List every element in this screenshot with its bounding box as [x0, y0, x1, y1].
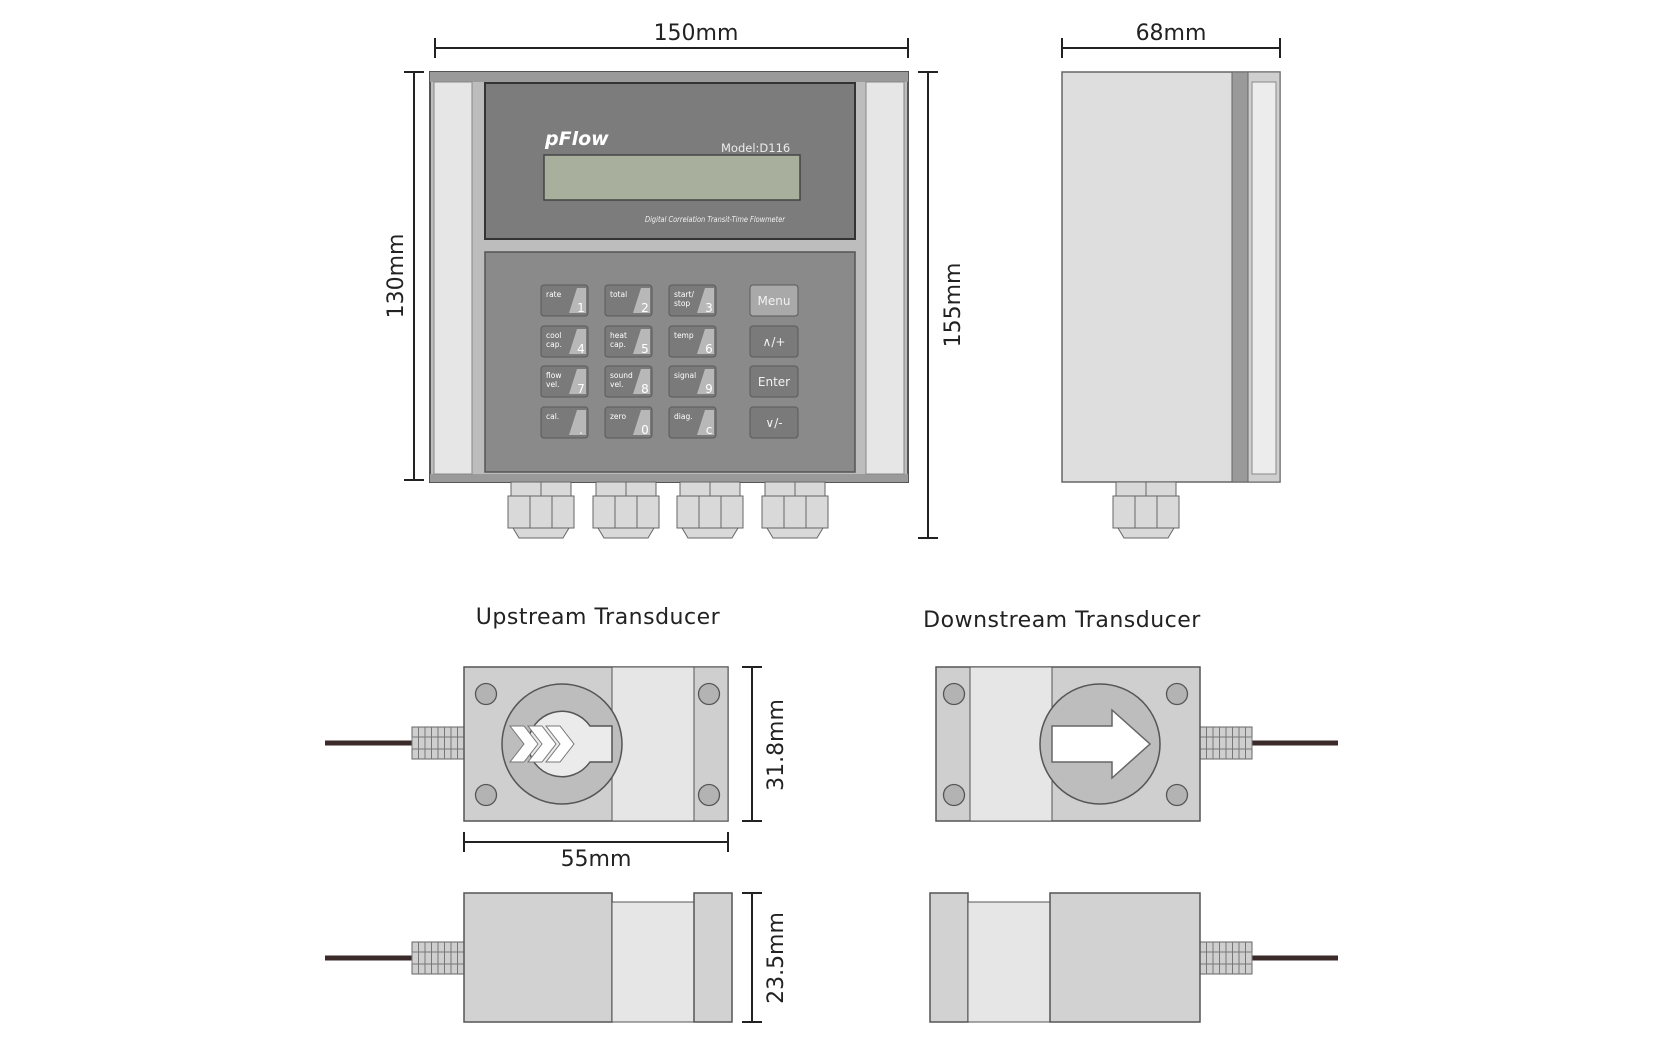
cable-gland: [761, 481, 829, 539]
key-number: 4: [577, 342, 585, 356]
downstream-transducer-side: [929, 892, 1338, 1023]
key-number: 6: [705, 342, 713, 356]
side-cable-gland: [1112, 481, 1180, 539]
key-number: c: [706, 423, 713, 437]
dimension-total-height: 155mm: [918, 71, 966, 539]
key-label: zero: [610, 412, 626, 421]
lcd-screen: [543, 154, 801, 201]
keypad-key[interactable]: zero 0: [604, 406, 653, 439]
cable-gland: [507, 481, 575, 539]
dimension-body-height: 130mm: [384, 71, 424, 481]
strain-relief: [411, 726, 465, 760]
downstream-transducer-top: [935, 666, 1338, 822]
upstream-transducer-side: [325, 892, 733, 1023]
side-key-up[interactable]: ∧/+: [749, 325, 799, 358]
strain-relief: [1199, 941, 1253, 975]
key-number: 7: [577, 382, 585, 396]
dimension-transducer-height: 23.5mm: [742, 892, 789, 1023]
display-panel: pFlow Model:D116 Digital Correlation Tra…: [484, 82, 856, 240]
dimension-transducer-length: 55mm: [463, 832, 729, 872]
key-number: 0: [641, 423, 649, 437]
key-number: 8: [641, 382, 649, 396]
brand-logo: pFlow: [544, 128, 609, 150]
key-label: signal: [674, 371, 696, 380]
dimension-label-31-8: 31.8mm: [764, 699, 789, 791]
key-label: diag.: [674, 412, 693, 421]
strain-relief: [1199, 726, 1253, 760]
chevron-icon: [508, 725, 539, 763]
strain-relief: [411, 941, 465, 975]
keypad-key[interactable]: signal 9: [668, 365, 717, 398]
side-key-label: Menu: [758, 294, 791, 308]
key-number: .: [579, 423, 583, 437]
key-label: cool: [546, 331, 561, 340]
side-key-menu[interactable]: Menu: [749, 284, 799, 317]
meter-front-view: pFlow Model:D116 Digital Correlation Tra…: [429, 71, 909, 539]
key-label: start/: [674, 290, 694, 299]
side-key-label: Enter: [758, 375, 790, 389]
keypad-key[interactable]: temp 6: [668, 325, 717, 358]
key-label: sound: [610, 371, 633, 380]
key-label: vel.: [610, 380, 624, 389]
keypad-key[interactable]: rate 1: [540, 284, 589, 317]
dimension-transducer-width: 31.8mm: [742, 666, 789, 822]
keypad-key[interactable]: start/stop 3: [668, 284, 717, 317]
key-label: stop: [674, 299, 690, 308]
key-label: cap.: [546, 340, 562, 349]
key-label: rate: [546, 290, 562, 299]
side-key-down[interactable]: ∨/-: [749, 406, 799, 439]
key-label: flow: [546, 371, 561, 380]
meter-side-view: [1061, 71, 1281, 539]
key-label: cal.: [546, 412, 559, 421]
meter-subtitle: Digital Correlation Transit-Time Flowmet…: [645, 215, 786, 224]
chevron-icon: [544, 725, 575, 763]
dimension-label-130: 130mm: [384, 234, 409, 319]
key-number: 3: [705, 301, 713, 315]
upstream-transducer-top: [325, 666, 729, 822]
dimension-label-150: 150mm: [654, 21, 739, 46]
chevron-icon: [526, 725, 557, 763]
downstream-title: Downstream Transducer: [923, 608, 1201, 633]
dimension-label-23-5: 23.5mm: [764, 912, 789, 1004]
keypad-key[interactable]: diag. c: [668, 406, 717, 439]
strain-relief: [1199, 726, 1253, 760]
model-label: Model:D116: [721, 141, 790, 155]
side-key-label: ∧/+: [763, 335, 786, 349]
upstream-title: Upstream Transducer: [476, 605, 721, 630]
flow-arrow-icon: [1051, 708, 1152, 780]
strain-relief: [1199, 941, 1253, 975]
dimension-label-155: 155mm: [941, 263, 966, 348]
key-number: 2: [641, 301, 649, 315]
side-key-enter[interactable]: Enter: [749, 365, 799, 398]
cable-glands: [507, 481, 829, 539]
cable-gland: [1112, 481, 1180, 539]
side-key-label: ∨/-: [765, 416, 782, 430]
key-label: cap.: [610, 340, 626, 349]
keypad-key[interactable]: cal..: [540, 406, 589, 439]
key-label: temp: [674, 331, 694, 340]
keypad-side-keys: Menu ∧/+ Enter ∨/-: [749, 284, 799, 439]
key-number: 1: [577, 301, 585, 315]
strain-relief: [411, 941, 465, 975]
key-label: heat: [610, 331, 627, 340]
dimension-label-68: 68mm: [1136, 21, 1207, 46]
key-number: 9: [705, 382, 713, 396]
keypad-key[interactable]: total 2: [604, 284, 653, 317]
key-number: 5: [641, 342, 649, 356]
key-label: vel.: [546, 380, 560, 389]
dimension-depth: 68mm: [1061, 21, 1281, 58]
cable-gland: [592, 481, 660, 539]
dimension-label-55: 55mm: [561, 847, 632, 872]
key-label: total: [610, 290, 627, 299]
dimension-width: 150mm: [434, 21, 909, 58]
strain-relief: [411, 726, 465, 760]
cable-gland: [676, 481, 744, 539]
